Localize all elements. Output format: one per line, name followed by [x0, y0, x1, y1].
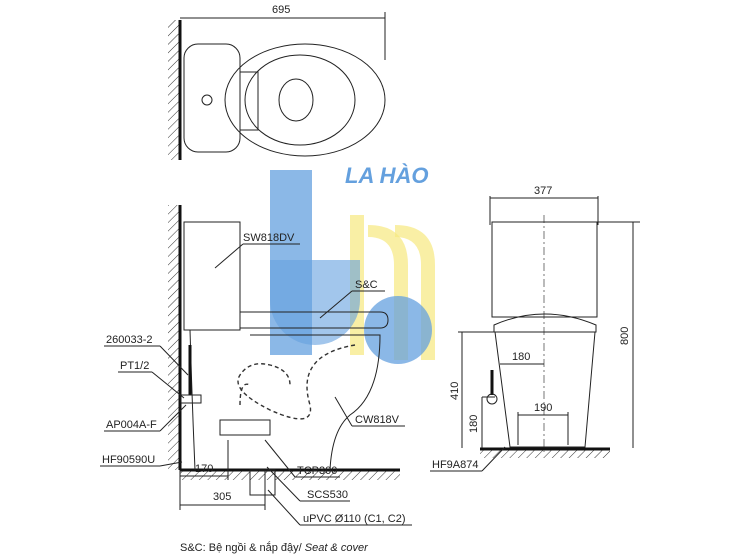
- label-hf90590u: HF90590U: [102, 454, 155, 466]
- label-260033-2: 260033-2: [106, 334, 153, 346]
- label-upvc-pipe: uPVC Ø110 (C1, C2): [303, 513, 406, 525]
- dim-170: 170: [195, 463, 213, 475]
- dim-800: 800: [619, 327, 631, 345]
- top-view: 695: [168, 4, 386, 160]
- label-scs530: SCS530: [307, 489, 348, 501]
- dim-190: 190: [534, 402, 552, 414]
- label-sw818dv: SW818DV: [243, 232, 295, 244]
- watermark-text: LA HÀO: [345, 163, 429, 188]
- label-tcp300: TCP300: [297, 465, 337, 477]
- footnote: S&C: Bệ ngồi & nắp đậy/ Seat & cover: [180, 541, 369, 554]
- dim-305: 305: [213, 491, 231, 503]
- dim-180-vertical: 180: [468, 415, 480, 433]
- label-hf9a874: HF9A874: [432, 459, 478, 471]
- label-pt12: PT1/2: [120, 360, 149, 372]
- dim-695: 695: [272, 4, 290, 16]
- front-view: 377 800 410 180 180 190 HF9A874: [430, 185, 640, 472]
- side-view: SW818DV S&C 260033-2 PT1/2 AP004A-F HF90…: [100, 205, 412, 526]
- label-ap004a-f: AP004A-F: [106, 419, 157, 431]
- watermark-logo: LA HÀO: [270, 163, 435, 364]
- label-cw818v: CW818V: [355, 414, 400, 426]
- dim-410: 410: [449, 382, 461, 400]
- dim-180-horizontal: 180: [512, 351, 530, 363]
- dim-377: 377: [534, 185, 552, 197]
- label-seat-cover: S&C: [355, 279, 378, 291]
